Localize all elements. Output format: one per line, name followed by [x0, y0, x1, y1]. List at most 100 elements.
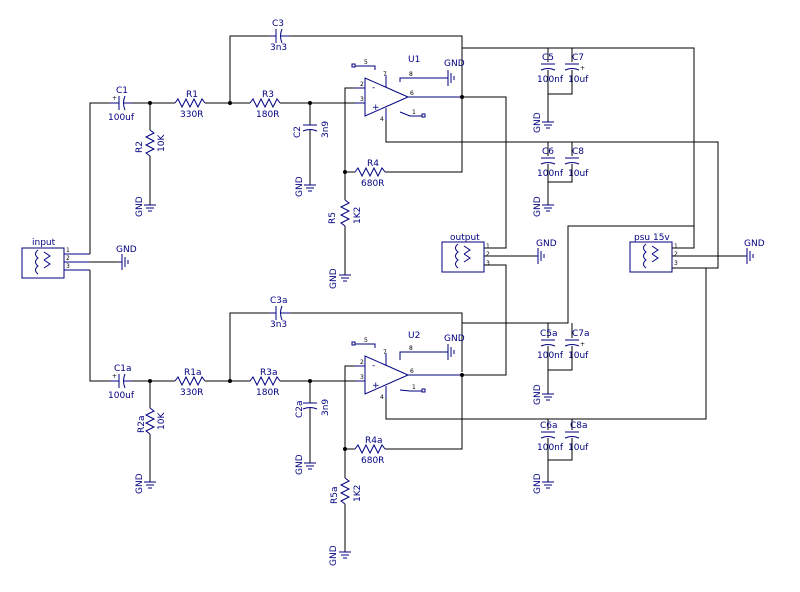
svg-text:C1: C1	[116, 86, 128, 96]
svg-text:GND: GND	[135, 473, 145, 494]
svg-text:C6: C6	[542, 147, 554, 157]
svg-text:1: 1	[412, 384, 416, 391]
svg-text:GND: GND	[536, 239, 557, 249]
svg-text:R5: R5	[328, 212, 338, 224]
svg-text:R2: R2	[135, 141, 145, 153]
svg-text:10K: 10K	[157, 134, 167, 152]
svg-text:10K: 10K	[157, 412, 167, 430]
bottom-c5: C5a 100nf	[537, 329, 564, 361]
svg-text:C3: C3	[272, 19, 284, 29]
gnd-bottom-r2: GND	[135, 473, 156, 494]
bottom-c8: C8a 10uf	[564, 421, 589, 453]
svg-text:U1: U1	[408, 55, 420, 65]
bottom-opamp: - + U2 5 2 3 7 4 8 6 1	[351, 331, 462, 401]
output-label: output	[450, 233, 480, 243]
svg-text:680R: 680R	[361, 456, 384, 466]
bottom-decoupling: C5a 100nf C7a 10uf + GND C6a 100nf	[533, 323, 590, 494]
svg-text:10uf: 10uf	[568, 75, 589, 85]
svg-text:3n9: 3n9	[321, 121, 331, 138]
svg-text:2: 2	[66, 255, 70, 262]
svg-text:100uf: 100uf	[108, 113, 135, 123]
svg-text:3n3: 3n3	[270, 320, 287, 330]
svg-text:R4a: R4a	[365, 436, 383, 446]
top-c1: + C1 100uf	[108, 86, 135, 123]
svg-text:R3: R3	[262, 90, 274, 100]
top-decoupling: C5 100nf C7 10uf + GND C6 100nf	[533, 48, 589, 217]
bottom-c7: C7a 10uf +	[564, 329, 590, 361]
svg-text:1K2: 1K2	[353, 485, 363, 502]
svg-text:6: 6	[410, 368, 414, 375]
svg-text:C1a: C1a	[114, 364, 132, 374]
top-c7: C7 10uf +	[564, 53, 589, 85]
svg-text:4: 4	[380, 394, 384, 401]
svg-text:U2: U2	[408, 331, 420, 341]
gnd-top-r5: GND	[329, 268, 351, 289]
bottom-channel: + C1a 100uf R1a 330R R2a 10K GND R3a	[108, 225, 707, 566]
svg-text:GND: GND	[116, 245, 137, 255]
svg-text:R1: R1	[186, 90, 198, 100]
psu-label: psu 15v	[634, 233, 670, 243]
svg-text:R1a: R1a	[184, 368, 202, 378]
svg-text:2: 2	[486, 251, 490, 258]
svg-text:3n9: 3n9	[321, 399, 331, 416]
svg-text:680R: 680R	[361, 179, 384, 189]
output-connector: 1 2 3 output	[441, 233, 490, 273]
gnd-top-dec2: GND	[533, 196, 554, 217]
top-r4: R4 680R	[345, 97, 463, 189]
svg-text:5: 5	[364, 59, 368, 66]
input-wiring	[89, 102, 118, 382]
svg-text:1K2: 1K2	[353, 207, 363, 224]
svg-text:+: +	[372, 103, 380, 113]
svg-text:-: -	[372, 361, 375, 371]
svg-text:GND: GND	[533, 112, 543, 133]
svg-text:+: +	[372, 381, 380, 391]
svg-text:GND: GND	[135, 196, 145, 217]
svg-text:C8a: C8a	[570, 421, 588, 431]
svg-text:2: 2	[674, 251, 678, 258]
bottom-r2: R2a 10K	[137, 381, 167, 482]
svg-text:GND: GND	[533, 196, 543, 217]
input-connector: 1 2 3 input	[21, 238, 90, 279]
gnd-output: GND	[535, 239, 557, 264]
svg-text:C2a: C2a	[295, 400, 305, 418]
bottom-c2: C2a 3n9	[295, 381, 331, 463]
bottom-r1: R1a 330R	[174, 368, 206, 398]
svg-text:100nf: 100nf	[537, 351, 564, 361]
svg-text:GND: GND	[533, 473, 543, 494]
top-r5: R5 1K2	[328, 172, 363, 275]
svg-text:5: 5	[364, 337, 368, 344]
svg-text:GND: GND	[533, 384, 543, 405]
svg-text:R2a: R2a	[137, 416, 147, 434]
svg-text:C6a: C6a	[540, 421, 558, 431]
svg-text:+: +	[580, 65, 585, 72]
svg-text:GND: GND	[329, 268, 339, 289]
top-c6: C6 100nf	[537, 147, 564, 179]
gnd-top-c2: GND	[295, 176, 316, 197]
svg-text:+: +	[112, 95, 117, 102]
svg-text:C5: C5	[542, 53, 554, 63]
gnd-bottom-dec1: GND	[533, 384, 554, 405]
gnd-top-opamp: GND	[440, 59, 465, 86]
svg-text:1: 1	[412, 109, 416, 116]
svg-text:+: +	[580, 341, 585, 348]
svg-text:GND: GND	[329, 545, 339, 566]
svg-text:GND: GND	[295, 454, 305, 475]
svg-text:+: +	[112, 373, 117, 380]
svg-text:C3a: C3a	[270, 296, 288, 306]
top-r1: R1 330R	[174, 90, 206, 120]
svg-text:4: 4	[380, 116, 384, 123]
gnd-bottom-c2: GND	[295, 454, 316, 475]
svg-text:10uf: 10uf	[568, 443, 589, 453]
svg-text:180R: 180R	[256, 110, 279, 120]
svg-text:C8: C8	[572, 147, 584, 157]
svg-text:1: 1	[486, 243, 490, 250]
top-c2: C2 3n9	[293, 103, 331, 185]
svg-text:R3a: R3a	[260, 368, 278, 378]
psu-connector: 1 2 3 psu 15v	[629, 233, 678, 273]
bottom-c6: C6a 100nf	[537, 421, 564, 453]
gnd-bottom-opamp: GND	[440, 334, 465, 360]
svg-text:3: 3	[674, 260, 678, 267]
svg-text:3: 3	[360, 96, 364, 103]
top-c8: C8 10uf	[564, 147, 589, 179]
svg-text:10uf: 10uf	[568, 351, 589, 361]
